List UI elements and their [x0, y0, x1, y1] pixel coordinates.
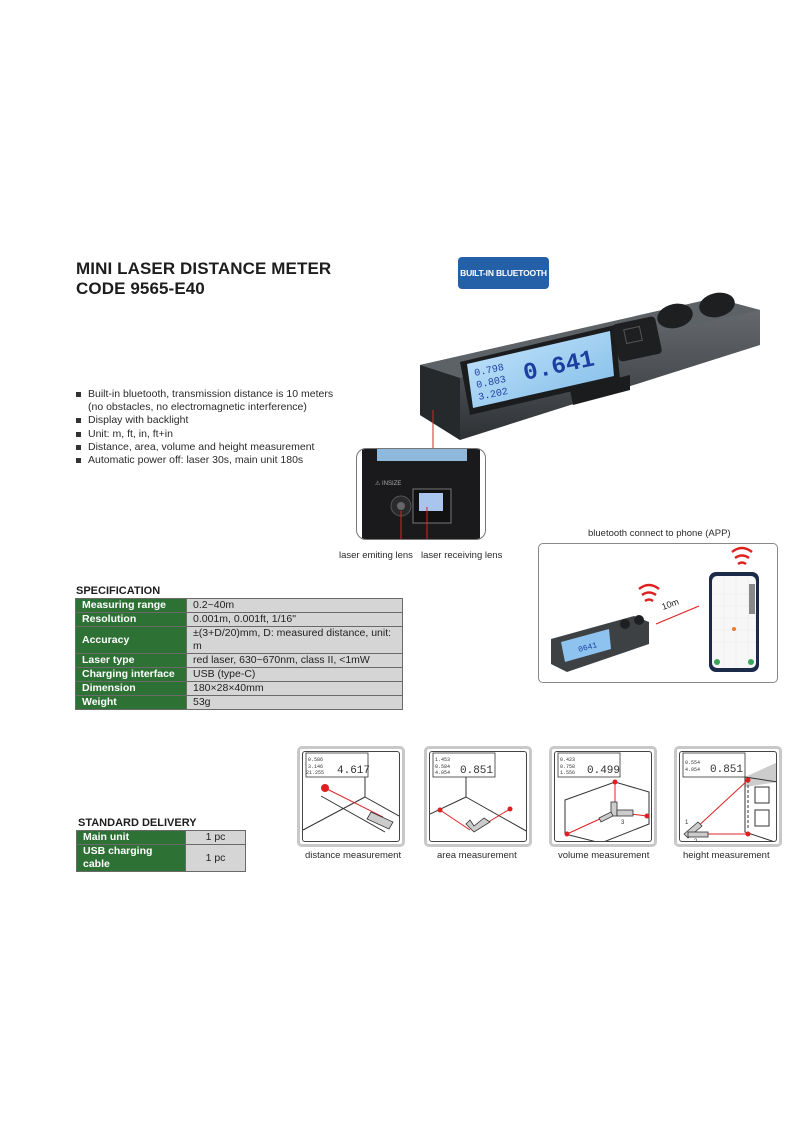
- svg-text:10m: 10m: [660, 596, 680, 611]
- bluetooth-illustration: 0641 10m: [551, 546, 759, 672]
- svg-text:1.453: 1.453: [435, 757, 450, 763]
- svg-text:0.423: 0.423: [560, 757, 575, 763]
- area-mode-diagram: 1.453 0.584 4.054 0.851: [424, 746, 532, 847]
- device-image: 0.798 0.803 3.202 0.641: [420, 292, 760, 450]
- specification-title: SPECIFICATION: [76, 585, 161, 597]
- svg-text:21.255: 21.255: [306, 770, 324, 776]
- svg-text:0.554: 0.554: [685, 760, 700, 766]
- height-mode-label: height measurement: [683, 850, 770, 861]
- product-title: MINI LASER DISTANCE METER CODE 9565-E40: [76, 259, 331, 299]
- svg-text:0.758: 0.758: [560, 764, 575, 770]
- svg-text:3.146: 3.146: [308, 764, 323, 770]
- lens-caption-emitting: laser emiting lens: [339, 550, 413, 561]
- svg-text:0.851: 0.851: [460, 765, 493, 777]
- svg-text:⚠ INSIZE: ⚠ INSIZE: [375, 480, 401, 487]
- area-mode-label: area measurement: [437, 850, 517, 861]
- bluetooth-badge: BUILT-IN BLUETOOTH: [458, 257, 549, 289]
- feature-item: Display with backlight: [76, 414, 333, 427]
- svg-text:0.586: 0.586: [308, 757, 323, 763]
- svg-text:4.054: 4.054: [685, 767, 700, 773]
- height-mode-diagram: 0.554 4.054 0.851 1 2: [674, 746, 782, 847]
- feature-item: Unit: m, ft, in, ft+in: [76, 428, 333, 441]
- product-name: MINI LASER DISTANCE METER: [76, 259, 332, 278]
- svg-text:4.054: 4.054: [435, 770, 450, 776]
- lens-caption-receiving: laser receiving lens: [421, 550, 503, 561]
- feature-item: Built-in bluetooth, transmission distanc…: [76, 388, 333, 414]
- bluetooth-panel: 0641 10m: [538, 543, 778, 683]
- product-code: CODE 9565-E40: [76, 279, 205, 298]
- svg-text:1: 1: [685, 820, 689, 826]
- lens-closeup: ⚠ INSIZE: [356, 448, 486, 540]
- svg-text:0.851: 0.851: [710, 764, 743, 776]
- feature-item: Distance, area, volume and height measur…: [76, 441, 333, 454]
- standard-delivery-title: STANDARD DELIVERY: [78, 817, 197, 829]
- signal-icon: [638, 546, 753, 603]
- feature-item: Automatic power off: laser 30s, main uni…: [76, 454, 333, 467]
- svg-text:3: 3: [621, 820, 625, 826]
- volume-mode-label: volume measurement: [558, 850, 650, 861]
- svg-text:1.556: 1.556: [560, 770, 575, 776]
- svg-text:2: 2: [694, 839, 698, 842]
- bluetooth-caption: bluetooth connect to phone (APP): [588, 528, 731, 539]
- volume-mode-diagram: 0.423 0.758 1.556 0.499 3: [549, 746, 657, 847]
- svg-text:0.499: 0.499: [587, 765, 620, 777]
- lens-closeup-image: ⚠ INSIZE: [362, 449, 480, 539]
- svg-text:4.617: 4.617: [337, 765, 370, 777]
- svg-text:0.584: 0.584: [435, 764, 450, 770]
- distance-mode-diagram: 0.586 3.146 21.255 4.617: [297, 746, 405, 847]
- feature-list: Built-in bluetooth, transmission distanc…: [76, 388, 333, 467]
- distance-mode-label: distance measurement: [305, 850, 402, 861]
- table-row: Accuracy±(3+D/20)mm, D: measured distanc…: [75, 626, 403, 654]
